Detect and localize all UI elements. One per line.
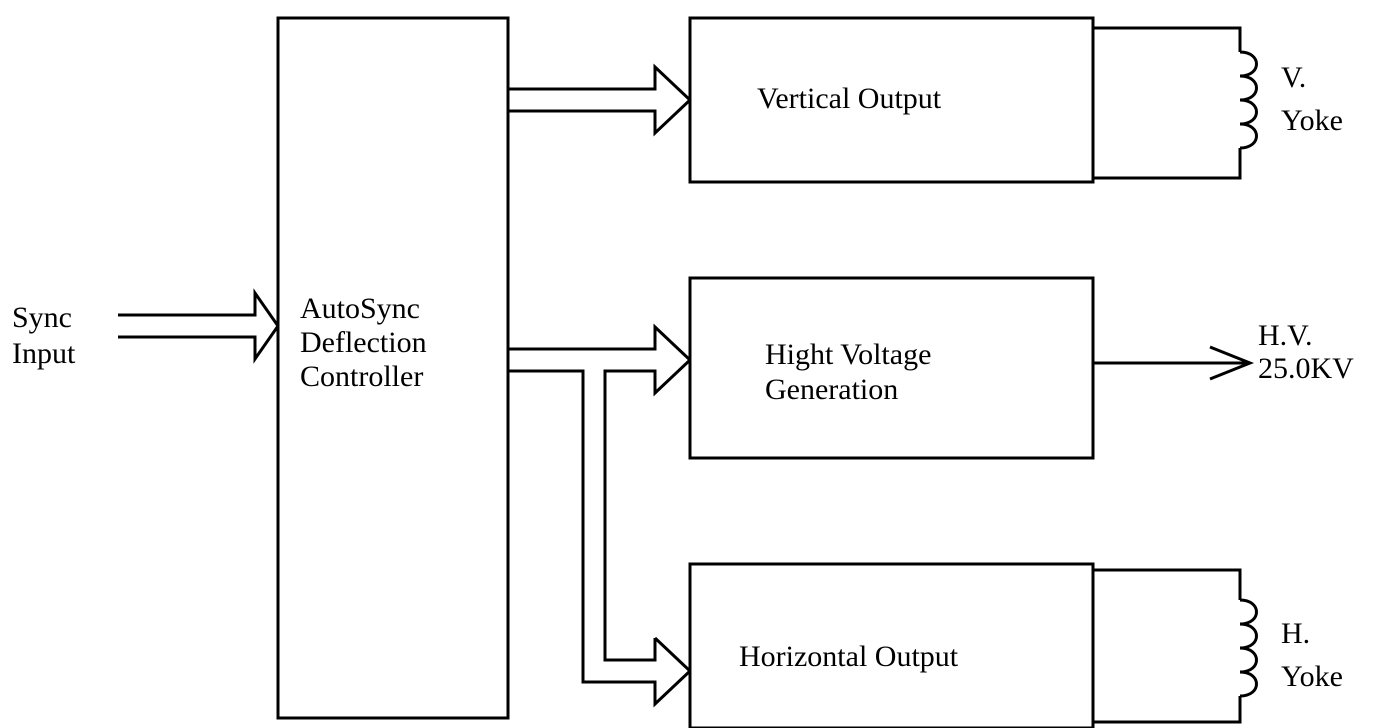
horizontal-output-label: Horizontal Output bbox=[739, 640, 959, 673]
h-yoke-line2: Yoke bbox=[1281, 660, 1343, 693]
hv-generation-line2: Generation bbox=[765, 373, 898, 406]
controller-line2: Deflection bbox=[300, 326, 427, 359]
v-yoke-coil-icon bbox=[1239, 50, 1258, 150]
sync-input-arrow bbox=[118, 288, 280, 364]
vertical-output-label: Vertical Output bbox=[757, 82, 942, 115]
controller-line1: AutoSync bbox=[300, 292, 420, 325]
h-yoke-coil-icon bbox=[1239, 598, 1258, 698]
hv-generation-box bbox=[688, 276, 1095, 460]
h-yoke-label: H. Yoke bbox=[1281, 617, 1343, 693]
horizontal-output-box bbox=[688, 562, 1095, 728]
horizontal-output-arrow bbox=[508, 369, 693, 708]
hv-output-line2: 25.0KV bbox=[1258, 352, 1354, 385]
h-yoke-wiring bbox=[1093, 568, 1242, 724]
hv-output-label: H.V. 25.0KV bbox=[1258, 319, 1354, 385]
v-yoke-wiring bbox=[1093, 26, 1242, 180]
hv-output-arrow bbox=[1093, 345, 1255, 381]
hv-generation-arrow bbox=[508, 323, 693, 662]
vertical-output-box bbox=[688, 16, 1095, 184]
h-yoke-line1: H. bbox=[1281, 617, 1310, 650]
hv-output-line1: H.V. bbox=[1258, 319, 1312, 352]
vertical-output-arrow bbox=[508, 63, 693, 137]
controller-box bbox=[276, 16, 510, 720]
hv-generation-label: Hight Voltage Generation bbox=[765, 338, 931, 406]
v-yoke-label: V. Yoke bbox=[1281, 61, 1343, 137]
controller-line3: Controller bbox=[300, 360, 423, 393]
sync-input-line1: Sync bbox=[12, 301, 72, 334]
v-yoke-line1: V. bbox=[1281, 61, 1306, 94]
v-yoke-line2: Yoke bbox=[1281, 104, 1343, 137]
hv-generation-line1: Hight Voltage bbox=[765, 338, 931, 371]
sync-input-line2: Input bbox=[12, 337, 76, 370]
sync-input-label: Sync Input bbox=[12, 301, 76, 370]
controller-label: AutoSync Deflection Controller bbox=[300, 292, 427, 393]
